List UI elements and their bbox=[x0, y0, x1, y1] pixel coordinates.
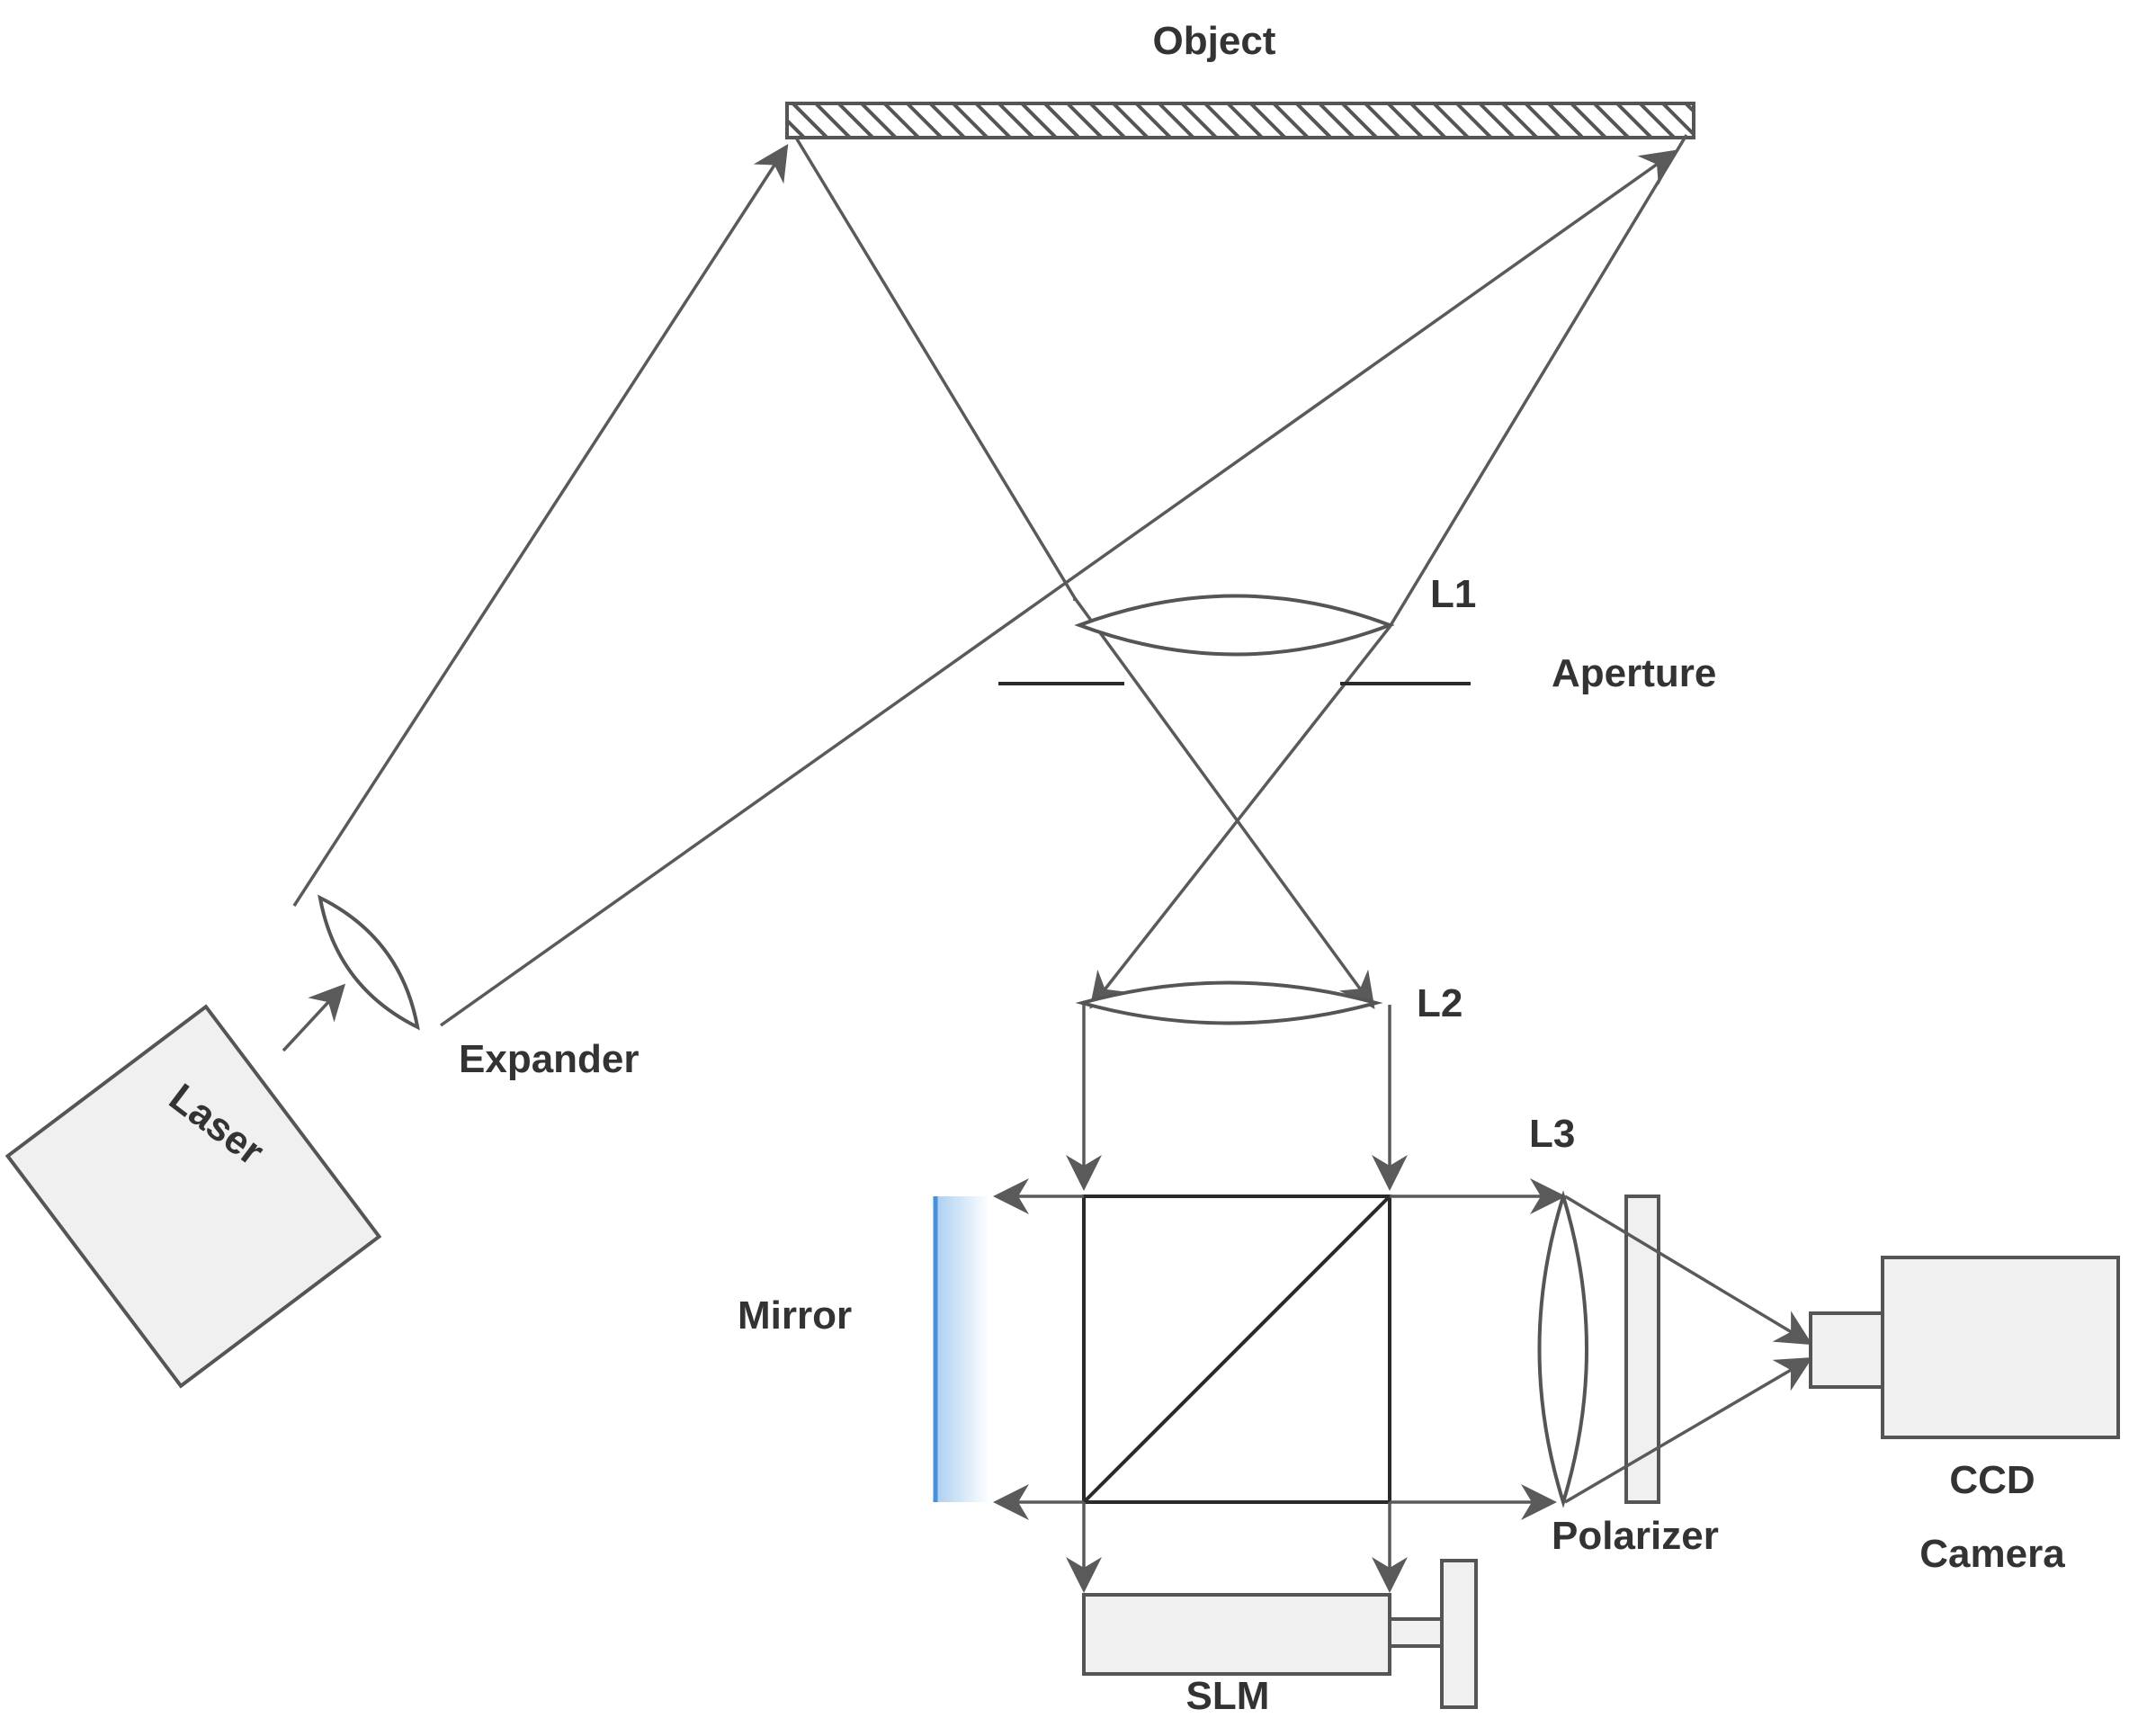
lens-l3 bbox=[1537, 1190, 1588, 1508]
laser-beam bbox=[282, 983, 346, 1052]
expander-lens bbox=[318, 894, 420, 1031]
beam-splitter-diagonal bbox=[1082, 1195, 1391, 1504]
laser-box bbox=[4, 1004, 382, 1389]
label-l2: L2 bbox=[1417, 981, 1463, 1025]
label-object: Object bbox=[1153, 19, 1276, 63]
lens-l1 bbox=[1074, 594, 1395, 657]
illumination-ray-right bbox=[439, 149, 1677, 1027]
label-l1: L1 bbox=[1430, 572, 1476, 616]
lens-l2 bbox=[1075, 980, 1383, 1025]
object-ray-right bbox=[1089, 134, 1688, 1009]
slm-knob bbox=[1440, 1559, 1478, 1709]
label-camera: Camera bbox=[1919, 1532, 2065, 1576]
label-polarizer: Polarizer bbox=[1552, 1514, 1719, 1558]
label-l3: L3 bbox=[1529, 1112, 1575, 1156]
label-ccd: CCD bbox=[1949, 1458, 2035, 1502]
slm-stem bbox=[1388, 1617, 1444, 1648]
ccd-camera-lens bbox=[1809, 1311, 1884, 1389]
label-aperture: Aperture bbox=[1552, 651, 1716, 695]
slm-body bbox=[1082, 1593, 1391, 1676]
mirror bbox=[934, 1196, 989, 1502]
label-expander: Expander bbox=[459, 1037, 640, 1081]
ray-to-camera-bottom bbox=[1564, 1356, 1813, 1504]
ccd-camera-body bbox=[1881, 1256, 2120, 1439]
object-plate bbox=[785, 102, 1695, 139]
label-slm: SLM bbox=[1186, 1674, 1270, 1718]
illumination-ray-left bbox=[292, 143, 789, 907]
label-mirror: Mirror bbox=[738, 1293, 852, 1338]
ray-to-camera-top bbox=[1564, 1195, 1813, 1346]
